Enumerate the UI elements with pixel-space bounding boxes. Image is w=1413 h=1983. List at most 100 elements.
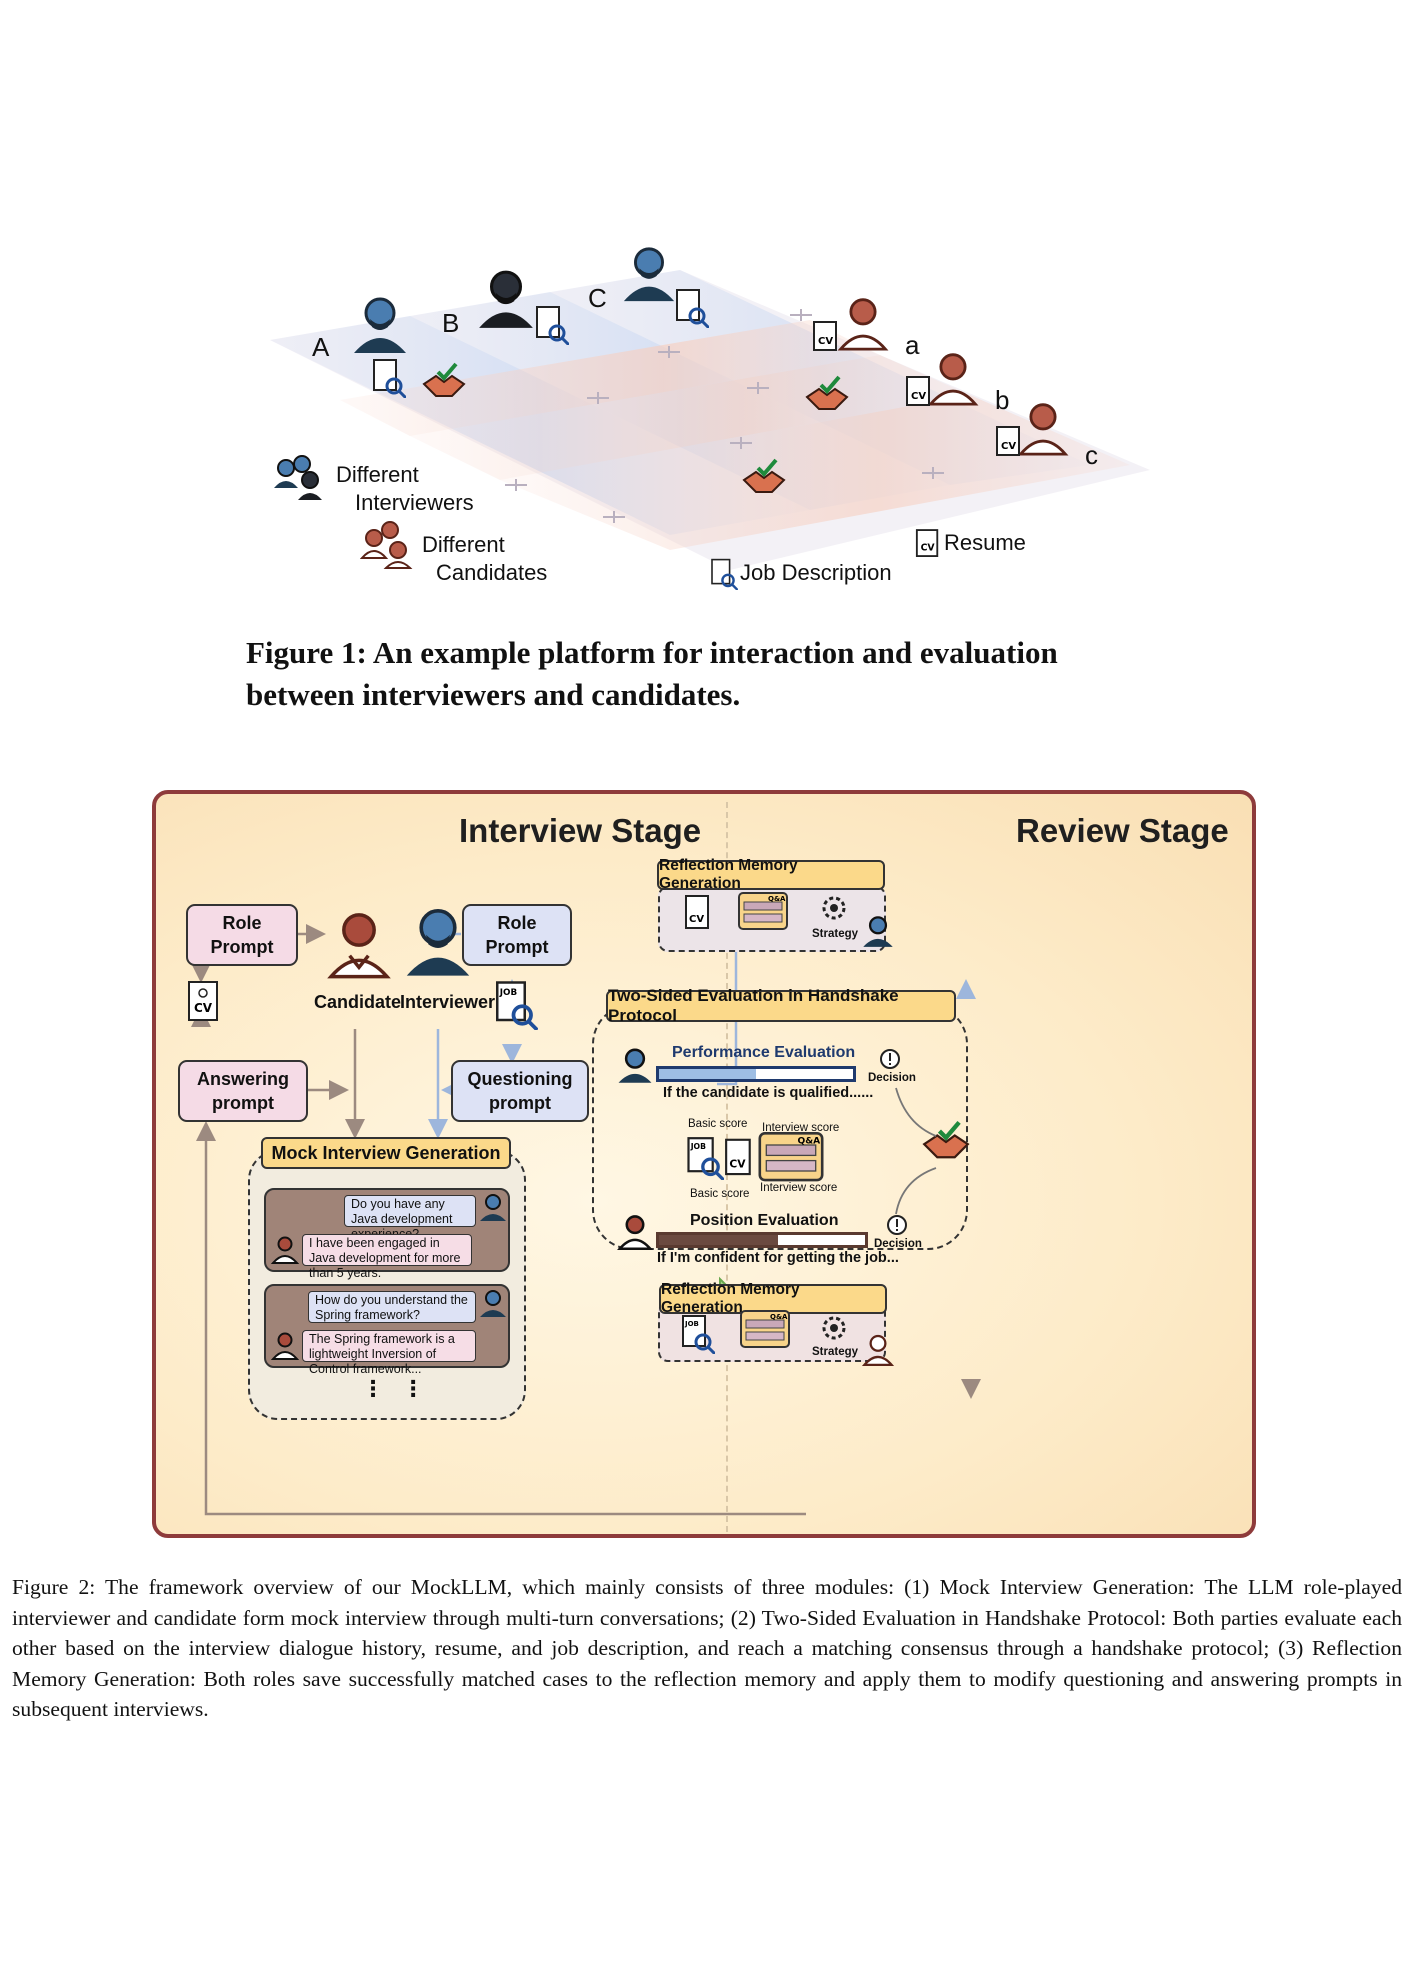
handshake-icon [742,458,786,503]
role-prompt-line2: Prompt [485,937,549,957]
interviewer-label-a: A [312,332,330,362]
decision-arrows [895,1087,937,1215]
candidate-label-a: a [905,330,920,360]
strategy-gear-icon [816,890,852,931]
figure-2-caption: Figure 2: The framework overview of our … [12,1575,1402,1721]
decision-label-bottom: Decision [874,1238,922,1250]
questioning-prompt-box: Questioning prompt [451,1060,589,1122]
question-bubble: Do you have any Java development experie… [344,1195,476,1241]
position-bar [656,1232,868,1248]
strategy-gear-icon [816,1310,852,1351]
qa-history-icon: Q&A [740,1310,790,1355]
strategy-label-top: Strategy [812,928,859,940]
figure-1-caption-line1: Figure 1: An example platform for intera… [246,635,1058,670]
handshake-icon [422,362,466,407]
svg-text:Q&A: Q&A [770,1313,788,1321]
alert-icon [886,1214,908,1241]
resume-icon: CV [724,1136,754,1185]
chat-turn-1: Do you have any Java development experie… [264,1188,510,1280]
decision-label-top: Decision [868,1072,916,1084]
figure-1-caption-line2: between interviewers and candidates. [246,677,741,712]
interviewer-b-icon [475,268,537,335]
basic-score-label-top: Basic score [688,1118,748,1130]
role-prompt-line2: Prompt [210,937,274,957]
interview-stage-title: Interview Stage [459,812,702,849]
resume-icon: CV [186,979,220,1028]
figure-2-framework: Interview Stage Review Stage [152,790,1256,1538]
position-question: If I'm confident for getting the job... [657,1250,899,1266]
resume-icon: CV [995,425,1023,464]
answer-bubble: The Spring framework is a lightweight In… [302,1330,476,1376]
legend-interviewers-line2: Interviewers [355,490,474,515]
svg-text:CV: CV [689,914,704,925]
answering-prompt-line2: prompt [211,1093,274,1113]
candidate-label-b: b [995,385,1010,415]
qa-history-icon: Q&A [738,892,788,937]
interviewer-label-c: C [588,283,607,313]
position-evaluation-label: Position Evaluation [690,1212,839,1229]
candidate-avatar-icon [616,1212,654,1255]
reflection-memory-title-top: Reflection Memory Generation [657,857,885,892]
job-description-icon [535,305,571,350]
legend-candidates-line1: Different [422,532,505,557]
candidate-avatar-icon [861,1332,895,1371]
job-description-icon [710,558,739,595]
qa-history-icon: Q&A [758,1132,824,1189]
interviewer-avatar-icon [616,1046,654,1089]
job-description-icon: JOB [686,1136,725,1185]
interviewer-label-b: B [442,308,460,338]
svg-text:Q&A: Q&A [768,895,786,903]
review-stage-title: Review Stage [1016,812,1229,849]
handshake-icon [805,375,849,420]
candidate-c-icon [1015,400,1071,461]
strategy-label-bottom: Strategy [812,1346,859,1358]
basic-score-label-bottom: Basic score [690,1188,750,1200]
svg-text:CV: CV [921,543,936,554]
questioning-prompt-line2: prompt [489,1093,551,1113]
svg-text:CV: CV [818,336,833,347]
candidate-a-icon [835,295,891,356]
resume-icon: CV [812,320,840,359]
reflection-memory-title-bottom: Reflection Memory Generation [659,1281,887,1316]
position-bar-fill [659,1235,779,1245]
candidate-label-c: c [1085,440,1098,470]
svg-text:JOB: JOB [690,1142,706,1151]
legend-candidates-line2: Candidates [436,560,548,585]
resume-icon: CV [915,528,941,565]
answer-bubble: I have been engaged in Java development … [302,1234,472,1280]
figure-1-caption: Figure 1: An example platform for intera… [246,632,1236,716]
alert-icon [879,1048,901,1075]
candidate-label: Candidate [314,992,402,1012]
job-description-icon: JOB [494,980,539,1035]
svg-text:JOB: JOB [499,988,518,998]
legend-interviewers-line1: Different [336,462,419,487]
legend-job-description: Job Description [740,560,892,585]
interviewer-icon [402,906,474,983]
mock-interview-title: Mock Interview Generation [261,1137,511,1169]
candidate-icon [324,909,394,984]
candidate-b-icon [925,350,981,411]
questioning-prompt-line1: Questioning [467,1069,573,1089]
performance-evaluation-label: Performance Evaluation [672,1044,856,1061]
job-description-icon: JOB [681,1314,717,1359]
resume-icon: CV [684,894,712,937]
candidates-group-icon [359,520,416,575]
svg-text:JOB: JOB [684,1320,699,1328]
interviewers-group-icon [272,452,328,507]
interviewer-avatar-icon [861,914,895,953]
svg-text:CV: CV [729,1158,746,1171]
interviewer-avatar-icon [478,1192,508,1227]
two-sided-evaluation-title: Two-Sided Evaluation in Handshake Protoc… [606,986,956,1025]
chat-turn-2: How do you understand the Spring framewo… [264,1284,510,1376]
figure-1: A B C CV a CV b CV c [250,240,1150,600]
performance-question: If the candidate is qualified...... [663,1085,874,1101]
job-description-icon [675,288,711,333]
candidate-avatar-icon [270,1330,300,1365]
svg-text:CV: CV [1001,441,1016,452]
interviewer-c-icon [620,245,678,308]
handshake-icon [922,1120,970,1169]
performance-bar-fill [659,1069,756,1079]
role-prompt-line1: Role [497,913,537,933]
